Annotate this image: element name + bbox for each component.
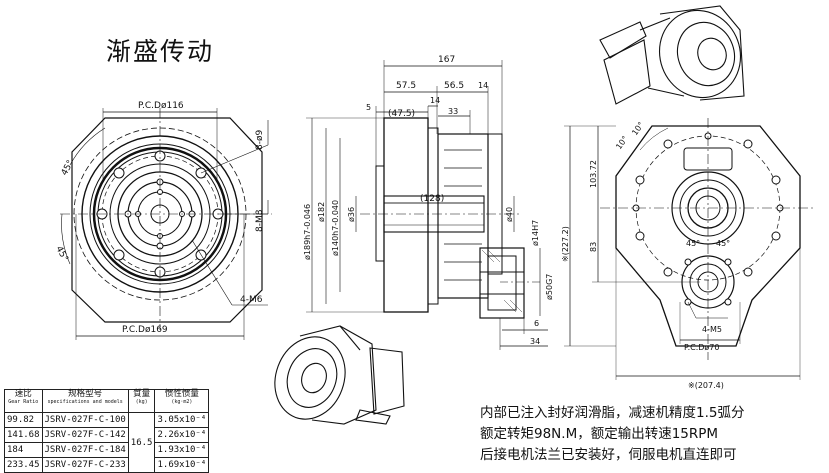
model-cell: JSRV-027F-C-184 [41, 442, 129, 458]
dia-40: ø40 [505, 207, 514, 222]
mass-cell: 16.5 [127, 412, 156, 473]
table-row: 99.82 JSRV-027F-C-100 16.5 3.05x10⁻⁴ [4, 412, 210, 473]
dim-57-5: 57.5 [396, 81, 416, 91]
note-line: 后接电机法兰已安装好，伺服电机直连即可 [480, 447, 737, 463]
side-view [306, 60, 548, 350]
model-cell: JSRV-027F-C-142 [41, 427, 129, 443]
isometric-top-right [599, 5, 745, 105]
dia-50g7: ø50G7 [545, 274, 554, 300]
dia-140: ø140h7-0.040 [331, 200, 340, 256]
inertia-cell: 2.26x10⁻⁴ [154, 427, 210, 443]
dim-103-72: 103.72 [589, 160, 598, 188]
holes-m5-label: 4-M5 [702, 325, 722, 334]
angle-45a: 45° [686, 239, 700, 248]
pcd-top-label: P.C.Dø116 [138, 101, 184, 111]
dia-36: ø36 [347, 207, 356, 222]
dim-83: 83 [589, 242, 598, 252]
angle-top-label: 45° [60, 159, 76, 178]
holes-mid-label: 8-M8 [255, 209, 265, 232]
ratio-cell: 99.82 [4, 412, 43, 428]
dimension-labels: P.C.Dø116 P.C.Dø169 45° 45° 8-ø9 8-M8 4-… [53, 55, 730, 390]
dim-14-mid: 14 [430, 96, 440, 105]
ratio-cell: 184 [4, 442, 43, 458]
dim-207-4: ※(207.4) [688, 381, 724, 390]
table-row: 184 JSRV-027F-C-184 1.93x10⁻⁴ [4, 442, 210, 458]
dim-167: 167 [438, 55, 455, 65]
inertia-cell: 1.69x10⁻⁴ [154, 457, 210, 473]
dim-227-2: ※(227.2) [561, 226, 570, 262]
model-cell: JSRV-027F-C-233 [41, 457, 129, 473]
inertia-cell: 1.93x10⁻⁴ [154, 442, 210, 458]
model-cell: JSRV-027F-C-100 [41, 412, 129, 428]
angle-10b: 10° [630, 120, 646, 137]
ratio-cell: 233.45 [4, 457, 43, 473]
dim-5: 5 [366, 103, 371, 112]
front-view [60, 108, 272, 340]
note-line: 额定转矩98N.M，额定输出转速15RPM [480, 426, 719, 442]
dia-14h7: ø14H7 [531, 220, 540, 246]
holes-top-label: 8-ø9 [255, 130, 265, 150]
dim-47-5: (47.5) [388, 109, 415, 119]
isometric-bottom [274, 325, 405, 425]
dim-34: 34 [530, 337, 540, 346]
dim-6: 6 [534, 319, 539, 328]
pcd-70-label: P.C.Dø70 [684, 343, 719, 352]
dim-56-5: 56.5 [444, 81, 464, 91]
angle-10a: 10° [614, 134, 630, 151]
ratio-cell: 141.68 [4, 427, 43, 443]
pcd-bottom-label: P.C.Dø169 [122, 325, 168, 335]
table-row: 233.45 JSRV-027F-C-233 1.69x10⁻⁴ [4, 457, 210, 473]
rear-view [564, 118, 816, 380]
holes-bottom-label: 4-M6 [240, 295, 263, 305]
product-notes: 内部已注入封好润滑脂，减速机精度1.5弧分 额定转矩98N.M，额定输出转速15… [480, 403, 744, 466]
dim-33: 33 [448, 107, 458, 116]
inertia-cell: 3.05x10⁻⁴ [154, 412, 210, 428]
angle-left-label: 45° [53, 245, 69, 264]
dim-128: (128) [420, 194, 444, 204]
angle-45b: 45° [716, 239, 730, 248]
table-row: 141.68 JSRV-027F-C-142 2.26x10⁻⁴ [4, 427, 210, 443]
dim-14-top: 14 [478, 81, 488, 90]
dia-182: ø182 [317, 202, 326, 222]
page-title: 渐盛传动 [106, 37, 215, 66]
note-line: 内部已注入封好润滑脂，减速机精度1.5弧分 [480, 405, 745, 421]
header-mass: 質量(kg) [127, 389, 156, 413]
header-inertia: 惯性惯量(kg·m2) [154, 389, 210, 413]
dia-189: ø189h7-0.046 [303, 204, 312, 260]
